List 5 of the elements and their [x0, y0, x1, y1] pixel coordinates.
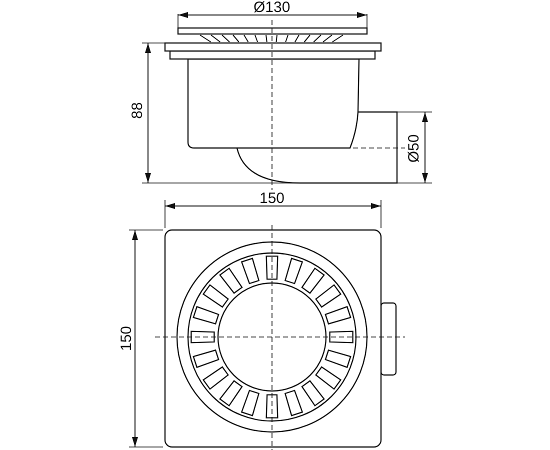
dimension-value: 150: [260, 190, 285, 206]
dimension-value: Ø130: [254, 0, 290, 14]
dimension-value: 88: [129, 102, 144, 118]
dimension-value: 150: [118, 325, 134, 351]
dimension-value: Ø50: [406, 134, 422, 162]
